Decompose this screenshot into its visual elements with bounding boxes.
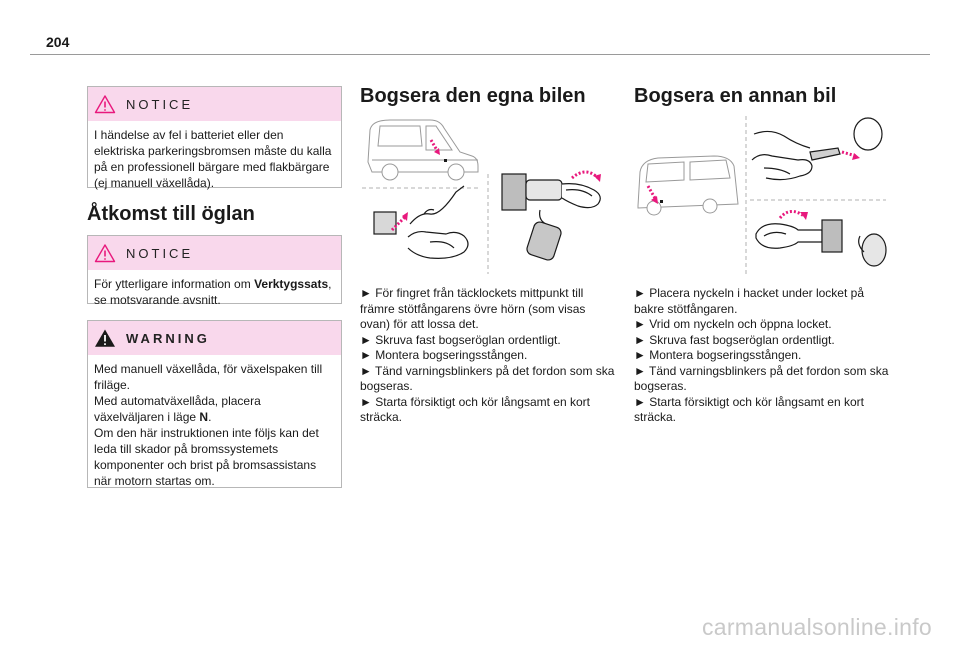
step-item: ► Skruva fast bogseröglan ordentligt. <box>360 332 561 347</box>
tow-eye-drawing <box>755 219 887 267</box>
hand-press-cover-drawing <box>373 185 469 259</box>
warning-triangle-outline-icon <box>94 95 116 114</box>
step-item: ► Skruva fast bogseröglan ordentligt. <box>634 332 835 347</box>
warning-header: WARNING <box>88 321 341 355</box>
warning-title: WARNING <box>126 330 210 346</box>
warning-triangle-filled-icon <box>95 329 115 347</box>
section-title-tow-other: Bogsera en annan bil <box>634 85 837 107</box>
warning-line-2: Med automatväxellåda, placera växelvälja… <box>94 393 333 425</box>
step-item: ► Starta försiktigt och kör långsamt en … <box>634 394 864 425</box>
notice-text: För ytterligare information om Verktygss… <box>88 270 341 316</box>
step-item: ► Montera bogseringsstången. <box>360 348 528 362</box>
warning-line-2-text: Med automatväxellåda, placera växelvälja… <box>94 394 261 424</box>
notice-box: NOTICE I händelse av fel i batteriet ell… <box>87 86 342 190</box>
step-item: ► Starta försiktigt och kör långsamt en … <box>360 394 590 425</box>
section-title-access: Åtkomst till öglan <box>87 203 255 225</box>
step-item: ► Montera bogseringsstången. <box>634 348 802 362</box>
step-item: ► Placera nyckeln i hacket under locket … <box>634 286 864 316</box>
page-number: 204 <box>46 34 70 50</box>
step-item: ► För fingret från täcklockets mittpunkt… <box>360 286 586 331</box>
notice-header: NOTICE <box>88 87 341 121</box>
notice-header: NOTICE <box>88 236 341 270</box>
warning-text: Med manuell växellåda, för växelspaken t… <box>88 355 341 497</box>
van-rear-drawing <box>637 155 739 216</box>
cover-lid-drawing <box>526 209 562 261</box>
notice-text: I händelse av fel i batteriet eller den … <box>94 128 332 190</box>
notice-text-after: , se motsvarande avsnitt. <box>94 277 332 307</box>
tow-eye-drawing <box>501 173 601 211</box>
notice-link-toolkit: Verktygssats <box>254 277 329 291</box>
notice-box-access: NOTICE För ytterligare information om Ve… <box>87 235 342 307</box>
step-item: ► Tänd varningsblinkers på det fordon so… <box>360 363 615 394</box>
notice-title: NOTICE <box>126 245 194 261</box>
section-title-tow-own: Bogsera den egna bilen <box>360 85 586 107</box>
warning-line-1: Med manuell växellåda, för växelspaken t… <box>94 362 323 392</box>
warning-line-3: Om den här instruktionen inte följs kan … <box>94 426 319 488</box>
notice-title: NOTICE <box>126 96 194 112</box>
tow-own-steps: ► För fingret från täcklockets mittpunkt… <box>360 286 616 426</box>
hand-key-drawing <box>751 130 841 181</box>
header-rule <box>30 54 930 55</box>
step-item: ► Vrid om nyckeln och öppna locket. <box>634 317 832 331</box>
van-front-drawing <box>367 119 479 181</box>
warning-box: WARNING Med manuell växellåda, för växel… <box>87 320 342 488</box>
step-item: ► Tänd varningsblinkers på det fordon so… <box>634 363 889 394</box>
notice-text-before: För ytterligare information om <box>94 277 255 291</box>
tow-own-illustration <box>362 119 601 274</box>
watermark: carmanualsonline.info <box>701 614 932 640</box>
tow-other-steps: ► Placera nyckeln i hacket under locket … <box>634 286 890 426</box>
warning-line-2-end: . <box>208 410 212 424</box>
warning-triangle-outline-icon <box>94 244 116 263</box>
cover-cap-drawing <box>853 117 883 151</box>
tow-other-illustration <box>637 116 887 274</box>
gear-position-n: N <box>199 410 209 424</box>
